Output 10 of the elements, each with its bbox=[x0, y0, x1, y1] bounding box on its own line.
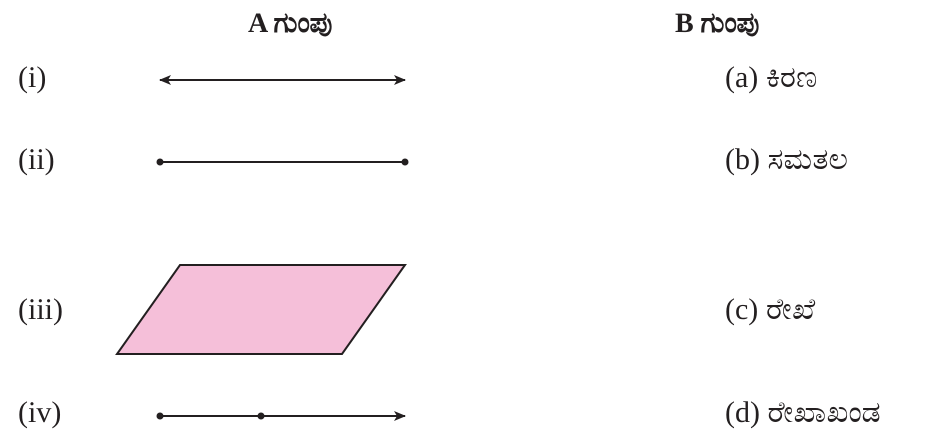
column-heading: B ಗುಂಪು bbox=[675, 10, 760, 38]
item-label: (ii) bbox=[18, 145, 55, 175]
item-label: (i) bbox=[18, 63, 46, 93]
column-heading: A ಗುಂಪು bbox=[248, 10, 333, 38]
item-label: (iv) bbox=[18, 398, 62, 428]
option-label: (d) ರೇಖಾಖಂಡ bbox=[725, 398, 880, 428]
item-label: (iii) bbox=[18, 295, 63, 325]
option-label: (b) ಸಮತಲ bbox=[725, 145, 848, 175]
option-label: (a) ಕಿರಣ bbox=[725, 63, 817, 93]
option-label: (c) ರೇಖೆ bbox=[725, 295, 815, 325]
